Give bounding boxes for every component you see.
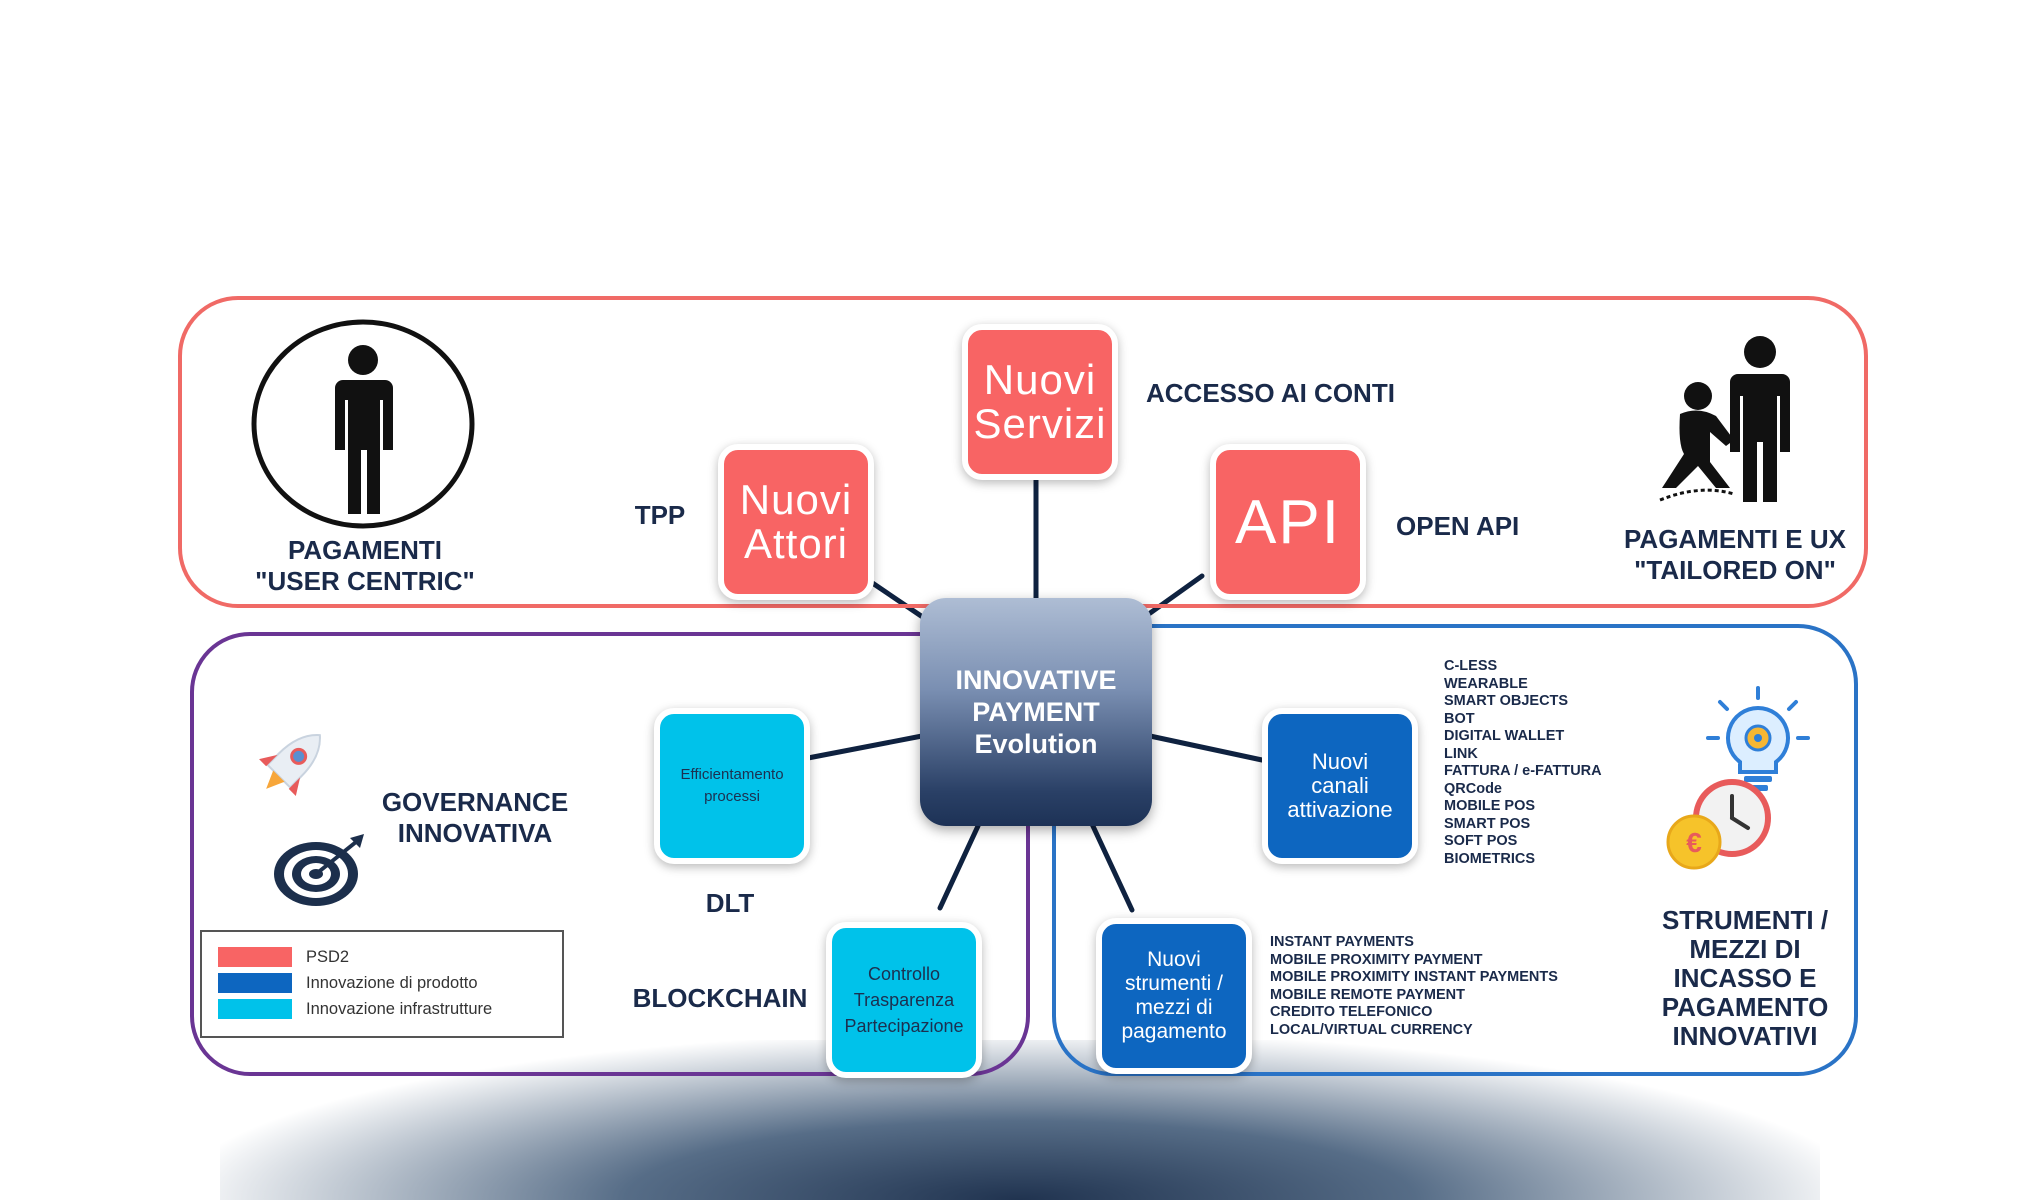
list-item: MOBILE REMOTE PAYMENT xyxy=(1270,986,1465,1003)
rocket-icon xyxy=(259,734,321,796)
legend-item-prodotto: Innovazione di prodotto xyxy=(218,972,478,994)
list-item: SOFT POS xyxy=(1444,833,1518,849)
svg-text:€: € xyxy=(1686,827,1702,858)
list-item: SMART OBJECTS xyxy=(1444,693,1569,709)
list-item: MOBILE PROXIMITY PAYMENT xyxy=(1270,951,1483,968)
innovative-payment-hub[interactable]: INNOVATIVE PAYMENT Evolution xyxy=(920,598,1152,826)
target-icon xyxy=(274,834,364,906)
list-item: FATTURA / e-FATTURA xyxy=(1444,763,1602,779)
line-canali xyxy=(1147,733,1265,763)
center-line-2: PAYMENT xyxy=(972,697,1100,727)
list-item: INSTANT PAYMENTS xyxy=(1270,934,1414,950)
accesso-conti-label: ACCESSO AI CONTI xyxy=(1146,378,1395,408)
lightbulb-gear-icon xyxy=(1706,686,1810,791)
open-api-label: OPEN API xyxy=(1396,511,1520,541)
line-strumenti xyxy=(1089,821,1135,913)
center-line-3: Evolution xyxy=(974,729,1098,759)
list-item: BOT xyxy=(1444,710,1475,727)
legend-swatch xyxy=(218,999,292,1019)
legend-item-infrastrutture: Innovazione infrastrutture xyxy=(218,998,492,1020)
list-item: SMART POS xyxy=(1444,815,1531,832)
canali-list: C-LESS WEARABLE SMART OBJECTS BOT DIGITA… xyxy=(1444,658,1602,868)
legend: PSD2 Innovazione di prodotto Innovazione… xyxy=(200,930,564,1038)
list-item: CREDITO TELEFONICO xyxy=(1270,1004,1433,1020)
legend-swatch xyxy=(218,973,292,993)
tailor-measuring-icon xyxy=(1659,336,1790,502)
line-attori xyxy=(865,577,933,625)
line-api xyxy=(1143,573,1205,619)
tailored-on-title: PAGAMENTI E UX"TAILORED ON" xyxy=(1624,524,1846,585)
api-card[interactable]: API xyxy=(1210,444,1366,600)
user-centric-title: PAGAMENTI"USER CENTRIC" xyxy=(255,535,475,596)
clock-euro-icon: € xyxy=(1666,779,1771,870)
line-blockchain xyxy=(937,823,981,911)
list-item: MOBILE PROXIMITY INSTANT PAYMENTS xyxy=(1270,969,1558,985)
list-item: MOBILE POS xyxy=(1444,798,1536,814)
blockchain-label: BLOCKCHAIN xyxy=(632,983,808,1013)
product-frame xyxy=(1052,624,1858,1076)
list-item: BIOMETRICS xyxy=(1444,850,1536,867)
list-item: LOCAL/VIRTUAL CURRENCY xyxy=(1270,1021,1473,1038)
dlt-label: DLT xyxy=(705,888,755,918)
legend-item-psd2: PSD2 xyxy=(218,946,349,968)
line-dlt xyxy=(805,733,925,761)
bottom-shadow xyxy=(220,1040,1820,1200)
list-item: C-LESS xyxy=(1444,658,1498,674)
legend-swatch xyxy=(218,947,292,967)
person-in-circle-icon xyxy=(251,319,475,529)
infrastructure-frame xyxy=(190,632,1030,1076)
list-item: QRCode xyxy=(1444,780,1502,797)
list-item: WEARABLE xyxy=(1444,675,1528,692)
tpp-label: TPP xyxy=(634,500,686,530)
list-item: DIGITAL WALLET xyxy=(1444,728,1565,744)
strumenti-list: INSTANT PAYMENTS MOBILE PROXIMITY PAYMEN… xyxy=(1270,934,1558,1039)
list-item: LINK xyxy=(1444,745,1478,762)
center-line-1: INNOVATIVE xyxy=(955,665,1117,695)
